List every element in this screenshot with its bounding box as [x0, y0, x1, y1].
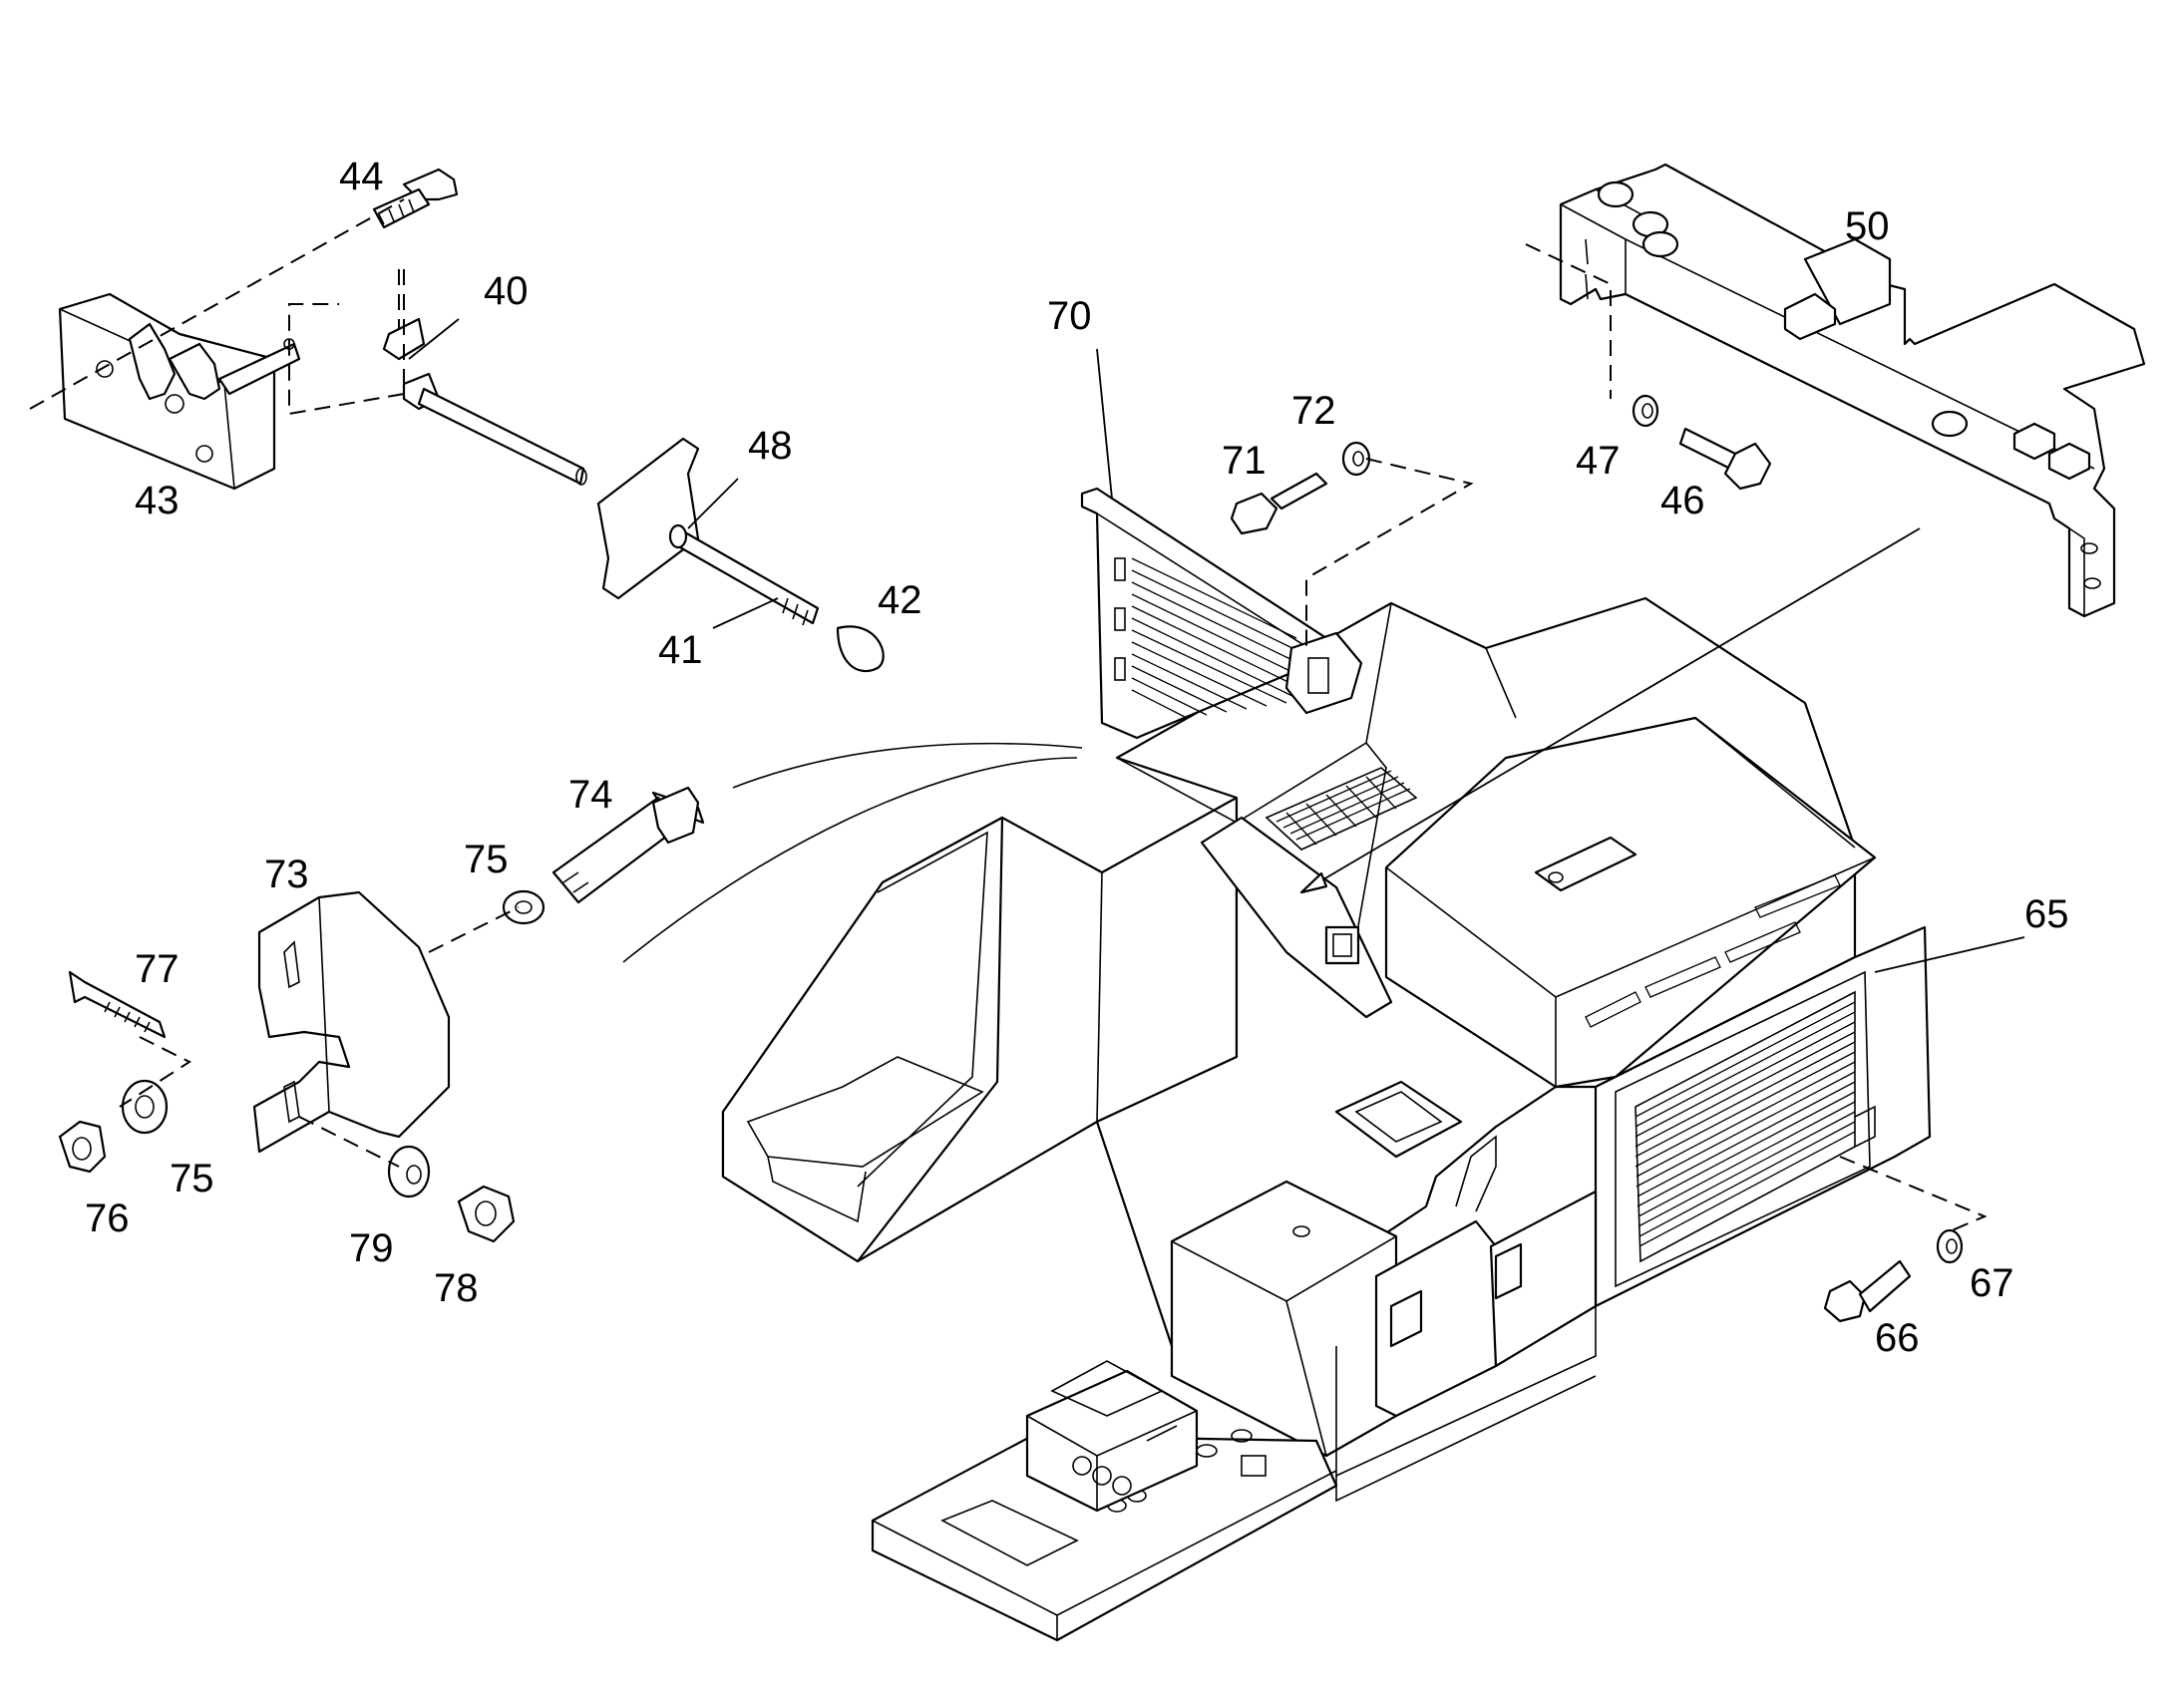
- plate-48: [596, 437, 700, 600]
- callout-79: 79: [349, 1226, 394, 1270]
- washer-75b: [121, 1079, 169, 1135]
- side-panel-grille: [1635, 1001, 1856, 1247]
- bolt-71: [1230, 472, 1328, 535]
- nut-78: [457, 1185, 516, 1243]
- leader-lines: [408, 318, 2025, 973]
- callout-75-lower: 75: [170, 1157, 214, 1200]
- callout-65: 65: [2024, 892, 2069, 936]
- callout-76: 76: [85, 1196, 130, 1240]
- callout-71: 71: [1222, 439, 1267, 483]
- callout-42: 42: [878, 578, 922, 622]
- screw-77: [68, 970, 167, 1039]
- washer-72: [1341, 441, 1371, 477]
- latch-43: [58, 292, 301, 491]
- callout-73: 73: [264, 853, 309, 896]
- callout-75-upper: 75: [464, 838, 509, 881]
- callout-48: 48: [748, 424, 793, 468]
- assembly-lines: [29, 198, 1988, 1232]
- washer-75a: [502, 889, 545, 925]
- bracket-73: [252, 890, 451, 1154]
- callout-66: 66: [1875, 1316, 1920, 1360]
- callout-78: 78: [434, 1266, 479, 1310]
- rod-40: [382, 317, 587, 486]
- callout-44: 44: [339, 155, 384, 198]
- callout-74: 74: [568, 773, 613, 817]
- callout-46: 46: [1660, 479, 1705, 522]
- callout-43: 43: [135, 479, 180, 522]
- callout-47: 47: [1576, 439, 1621, 483]
- washer-79: [387, 1145, 431, 1198]
- bolt-74: [551, 786, 705, 904]
- bolt-46: [1678, 427, 1772, 491]
- callout-72: 72: [1291, 389, 1336, 433]
- callout-67: 67: [1970, 1261, 2014, 1305]
- callout-labels: 44 40 43 48 42 41 70 72 71 50 47 46 74 7…: [85, 155, 2069, 1360]
- callout-40: 40: [484, 269, 529, 313]
- engine-hood: [1384, 716, 1877, 1089]
- machine-body: [622, 527, 1932, 1642]
- rear-grille-slats: [1131, 557, 1297, 719]
- screw-44: [372, 168, 459, 229]
- washer-67: [1936, 1228, 1964, 1264]
- hood-vents: [1585, 874, 1841, 1028]
- callout-41: 41: [658, 628, 703, 672]
- callout-50: 50: [1845, 204, 1890, 248]
- bracket-50: [1559, 163, 2146, 618]
- left-console: [721, 796, 1239, 1263]
- washer-47: [1632, 394, 1659, 428]
- floor-plate: [871, 1306, 1597, 1642]
- lower-boxes: [1170, 1080, 1598, 1458]
- top-vent-grille: [1275, 770, 1411, 846]
- callout-77: 77: [135, 947, 180, 991]
- knob-42: [836, 625, 885, 673]
- callout-70: 70: [1047, 294, 1092, 338]
- rod-41: [668, 523, 820, 626]
- bolt-66: [1823, 1259, 1912, 1323]
- nut-76: [58, 1120, 107, 1174]
- rear-grille-panel: [1080, 487, 1363, 740]
